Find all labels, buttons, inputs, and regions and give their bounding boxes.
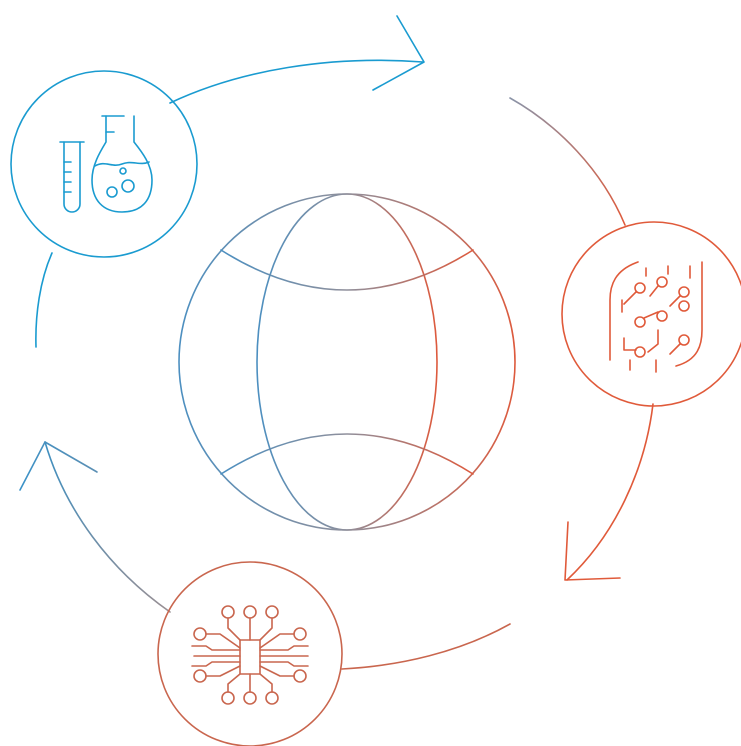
- arrow-head-right-icon: [564, 521, 621, 581]
- node-chip-ring: [157, 561, 343, 746]
- node-circuit-ring: [561, 221, 741, 407]
- arrow-chip-to-flasks: [19, 441, 171, 613]
- arc-right-lower: [566, 403, 654, 581]
- arrow-head-top-icon: [372, 15, 425, 91]
- globe-icon: [178, 193, 516, 531]
- node-flasks-ring: [10, 70, 198, 258]
- microchip-network-icon: [191, 605, 309, 705]
- arc-right-upper: [509, 97, 626, 226]
- arrow-flasks-to-circuit: [169, 15, 425, 104]
- arc-left-upper: [35, 252, 53, 348]
- node-chip: [157, 561, 343, 746]
- globe-latitude-north: [220, 249, 474, 291]
- lab-flasks-icon: [59, 115, 153, 213]
- arc-left-lower: [44, 441, 171, 613]
- arc-top: [169, 59, 424, 104]
- node-circuit: [561, 221, 741, 407]
- globe-latitude-south: [220, 433, 474, 475]
- node-flasks: [10, 70, 198, 258]
- arc-bottom: [341, 623, 511, 670]
- circuit-network-icon: [609, 261, 703, 373]
- arrow-head-left-icon: [19, 441, 98, 491]
- arrow-circuit-to-chip: [564, 403, 654, 581]
